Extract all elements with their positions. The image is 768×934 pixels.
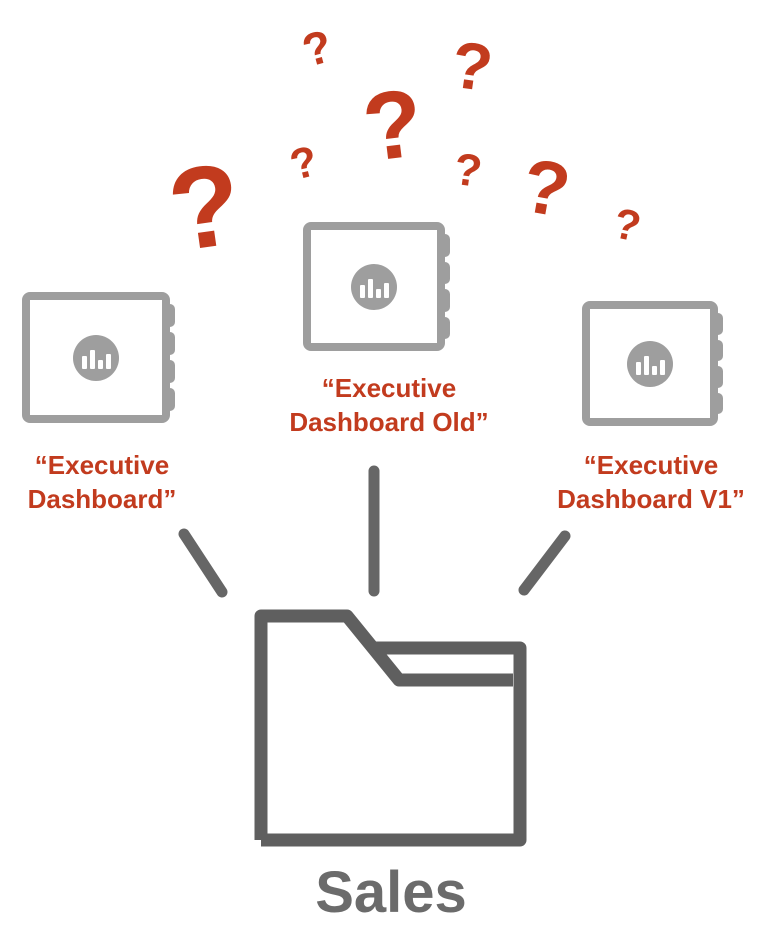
workbook-binding-tabs <box>437 234 450 339</box>
workbook-binding-tabs <box>710 313 723 414</box>
label-line: Dashboard Old” <box>289 407 489 437</box>
workbook-binding-tabs <box>162 304 175 411</box>
label-line: “Executive <box>34 450 170 480</box>
bar-chart-icon <box>627 340 673 387</box>
label-line: Dashboard V1” <box>557 484 745 514</box>
label-line: “Executive <box>321 373 457 403</box>
connector-right <box>518 530 571 596</box>
workbook-icon-executive-dashboard <box>22 292 175 423</box>
label-line: Dashboard” <box>27 484 177 514</box>
bar-chart-icon <box>73 334 119 381</box>
bar-chart-icon <box>351 263 397 310</box>
workbook-icon-executive-dashboard-old <box>303 222 450 351</box>
workbook-label-executive-dashboard-old: “Executive Dashboard Old” <box>278 371 500 439</box>
workbook-icon-executive-dashboard-v1 <box>582 301 723 426</box>
workbook-label-executive-dashboard-v1: “Executive Dashboard V1” <box>540 448 762 516</box>
folder-label-sales: Sales <box>315 860 467 925</box>
connector-lines <box>178 465 571 598</box>
label-line: “Executive <box>583 450 719 480</box>
connector-left <box>178 528 228 598</box>
workbook-label-executive-dashboard: “Executive Dashboard” <box>0 448 207 516</box>
folder-icon <box>254 609 527 847</box>
